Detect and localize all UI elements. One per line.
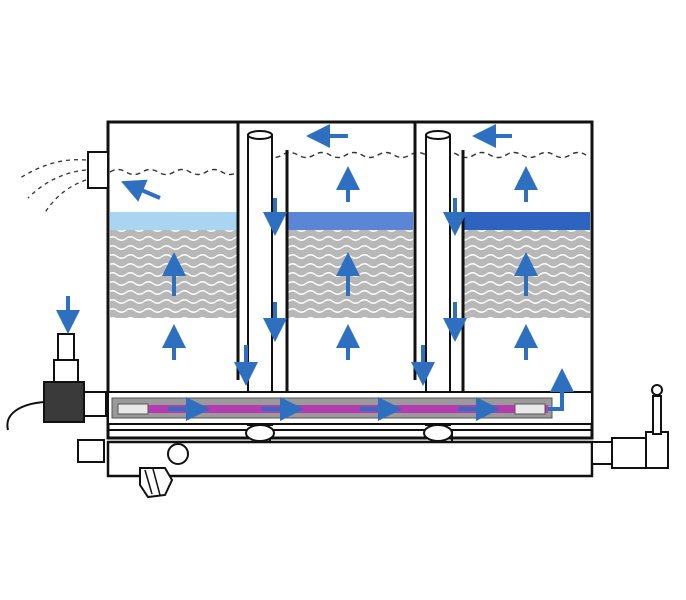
filter-pad-1	[110, 212, 238, 230]
standpipe-1	[247, 130, 273, 426]
flow-arrows	[56, 124, 574, 421]
uv-lamp-icon	[117, 403, 548, 415]
flow-arrow-icon	[548, 368, 574, 411]
standpipe-2	[425, 130, 451, 426]
flow-arrow-icon	[120, 179, 161, 202]
drain-plug-icon	[139, 467, 174, 499]
pump-icon	[6, 333, 107, 463]
filter-pad-2	[287, 212, 413, 230]
water-line	[109, 151, 587, 176]
filter-pad-3	[463, 212, 590, 230]
media-chamber-1	[110, 212, 238, 318]
inlet-valve-icon	[591, 384, 669, 469]
divider-walls	[236, 122, 465, 395]
outlet-nozzle-icon	[19, 151, 109, 215]
